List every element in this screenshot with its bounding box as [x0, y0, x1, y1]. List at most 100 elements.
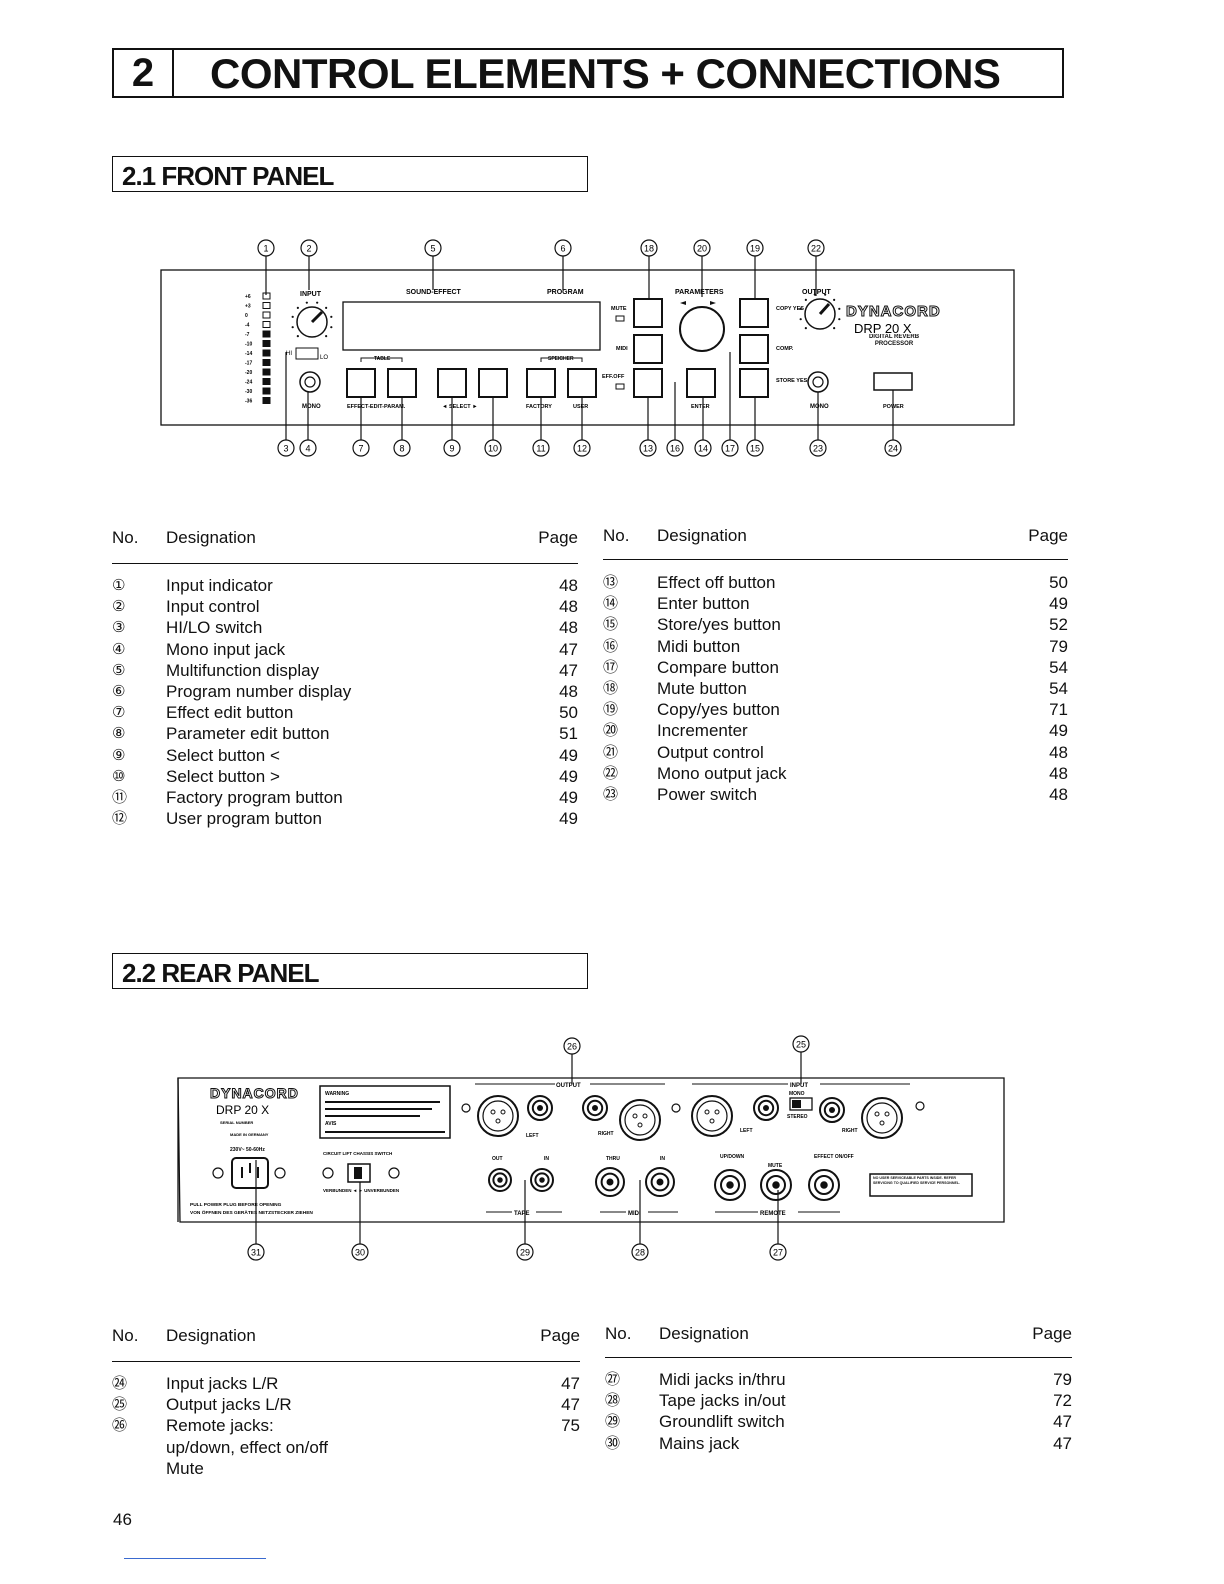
row-page: 48	[1049, 785, 1068, 804]
table-header-page: Page	[1028, 526, 1068, 545]
row-number: ⑭	[603, 595, 619, 613]
callout-number: 24	[888, 444, 898, 454]
model-name: DRP 20 X	[854, 321, 912, 336]
row-number: ⑱	[603, 680, 619, 697]
row-page: 75	[561, 1416, 580, 1436]
label-table: TABLE	[374, 356, 391, 362]
page-number: 46	[113, 1510, 132, 1529]
callout-marker	[351, 1243, 369, 1261]
row-designation: Mono output jack	[657, 763, 787, 783]
label-select: ◄ SELECT ►	[442, 404, 478, 410]
callout-marker	[746, 239, 764, 257]
svg-text:LO: LO	[320, 355, 328, 361]
meter-led	[262, 359, 271, 366]
callout-marker	[809, 439, 827, 457]
front-panel-diagram: +6+30-4-7-10-14-17-20-24-30-36 INPUT HI …	[160, 239, 1015, 457]
callout-marker	[807, 239, 825, 257]
param-edit-button	[387, 368, 417, 398]
row-designation: Mute	[166, 1458, 204, 1478]
callout-number: 9	[449, 444, 454, 454]
row-page: 49	[1049, 721, 1068, 741]
row-page: 54	[1049, 657, 1068, 677]
callout-number: 7	[358, 444, 363, 454]
meter-scale-label: -17	[245, 361, 252, 367]
meter-scale-label: +6	[245, 294, 251, 300]
meter-scale-label: -36	[245, 399, 252, 405]
table-rule	[112, 1361, 580, 1362]
meter-scale-label: -7	[245, 332, 250, 338]
callout-marker	[631, 1243, 649, 1261]
label-midi-in: IN	[660, 1156, 665, 1162]
midi-button	[633, 334, 663, 364]
label-input: INPUT	[300, 291, 322, 298]
row-number: ①	[112, 577, 126, 594]
callout-marker	[484, 439, 502, 457]
output-xlr-right	[619, 1099, 661, 1141]
input-jack-right	[819, 1097, 845, 1123]
callout-marker	[554, 239, 572, 257]
hilo-switch: HI LO	[286, 347, 328, 361]
callout-number: 28	[635, 1248, 645, 1258]
row-page: 72	[1053, 1391, 1072, 1411]
row-number: ⑤	[112, 661, 126, 679]
table-header-page: Page	[538, 528, 578, 547]
row-number: ⑧	[112, 725, 126, 743]
row-number: ③	[112, 619, 126, 637]
label-tape-in: IN	[544, 1156, 549, 1162]
table-header-no: No.	[112, 528, 139, 547]
row-designation: Output jacks L/R	[166, 1395, 292, 1415]
row-number: ㉓	[603, 786, 619, 803]
row-page: 47	[561, 1395, 580, 1415]
row-number: ㉗	[605, 1371, 621, 1388]
row-number: ②	[112, 598, 126, 616]
callout-marker	[746, 439, 764, 457]
row-page: 71	[1049, 700, 1068, 720]
row-page: 52	[1049, 615, 1068, 635]
table-header-designation: Designation	[659, 1324, 749, 1343]
meter-scale-label: -20	[245, 370, 252, 376]
row-designation: Incrementer	[657, 721, 748, 741]
label-tape: TAPE	[514, 1211, 530, 1217]
effect-edit-button	[346, 368, 376, 398]
row-number: ㉔	[112, 1375, 128, 1392]
callout-number: 11	[536, 444, 545, 454]
label-mute: MUTE	[611, 306, 627, 312]
callout-number: 10	[488, 444, 498, 454]
output-xlr-left	[477, 1095, 519, 1137]
factory-button	[526, 368, 556, 398]
label-out-right: RIGHT	[598, 1131, 614, 1137]
input-meter: +6+30-4-7-10-14-17-20-24-30-36	[245, 292, 271, 405]
callout-number: 26	[567, 1042, 577, 1052]
mute-button	[633, 298, 663, 328]
meter-led	[262, 349, 271, 357]
label-midi-thru: THRU	[606, 1156, 620, 1162]
label-store-yes: STORE YES	[776, 378, 808, 384]
label-mono: MONO	[789, 1091, 805, 1097]
row-designation: Copy/yes button	[657, 700, 780, 720]
callout-marker	[532, 439, 550, 457]
callout-number: 29	[520, 1248, 530, 1258]
row-page: 48	[1049, 742, 1068, 762]
callout-marker	[352, 439, 370, 457]
row-designation: Mains jack	[659, 1433, 740, 1453]
voltage-label: 230V~ 50-60Hz	[230, 1147, 265, 1153]
row-designation: Mono input jack	[166, 639, 286, 659]
row-number: ㉚	[605, 1434, 621, 1452]
input-jack-left	[753, 1095, 779, 1121]
table-header-no: No.	[605, 1324, 632, 1343]
row-number: ⑪	[112, 789, 128, 806]
row-number: ⑮	[603, 616, 619, 634]
row-page: 49	[559, 766, 578, 786]
table-header-designation: Designation	[657, 526, 747, 545]
row-designation: Compare button	[657, 657, 779, 677]
meter-scale-label: -24	[245, 380, 252, 386]
callout-number: 20	[697, 244, 707, 254]
row-number: ④	[112, 640, 126, 658]
